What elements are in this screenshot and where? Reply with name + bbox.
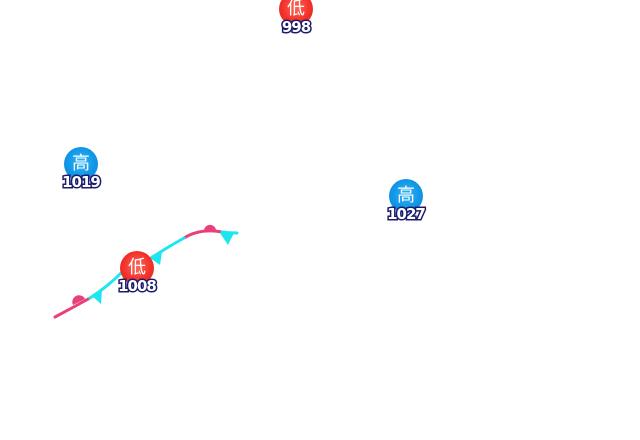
pressure-value: 1008 bbox=[117, 276, 159, 297]
front-warm-segment bbox=[182, 229, 224, 240]
pressure-value: 1019 bbox=[61, 172, 103, 193]
cold-front-barb bbox=[150, 252, 162, 265]
warm-front-bump bbox=[203, 224, 216, 232]
pressure-center-low: 低 998 bbox=[266, 0, 326, 42]
front-warm-segment bbox=[53, 296, 92, 319]
low-pressure-icon: 低 bbox=[279, 0, 313, 26]
pressure-value: 998 bbox=[280, 17, 312, 38]
front-cold-segment bbox=[220, 230, 239, 235]
pressure-center-low: 低 1008 bbox=[107, 251, 167, 301]
low-pressure-icon: 低 bbox=[120, 251, 154, 285]
pressure-center-high: 高 1027 bbox=[376, 179, 436, 229]
cold-front-barb bbox=[220, 233, 234, 245]
pressure-center-high: 高 1019 bbox=[51, 147, 111, 197]
high-pressure-icon: 高 bbox=[389, 179, 423, 213]
warm-front-bump bbox=[72, 295, 85, 305]
pressure-value: 1027 bbox=[386, 204, 428, 225]
cold-front-barb bbox=[92, 290, 102, 304]
high-pressure-icon: 高 bbox=[64, 147, 98, 181]
